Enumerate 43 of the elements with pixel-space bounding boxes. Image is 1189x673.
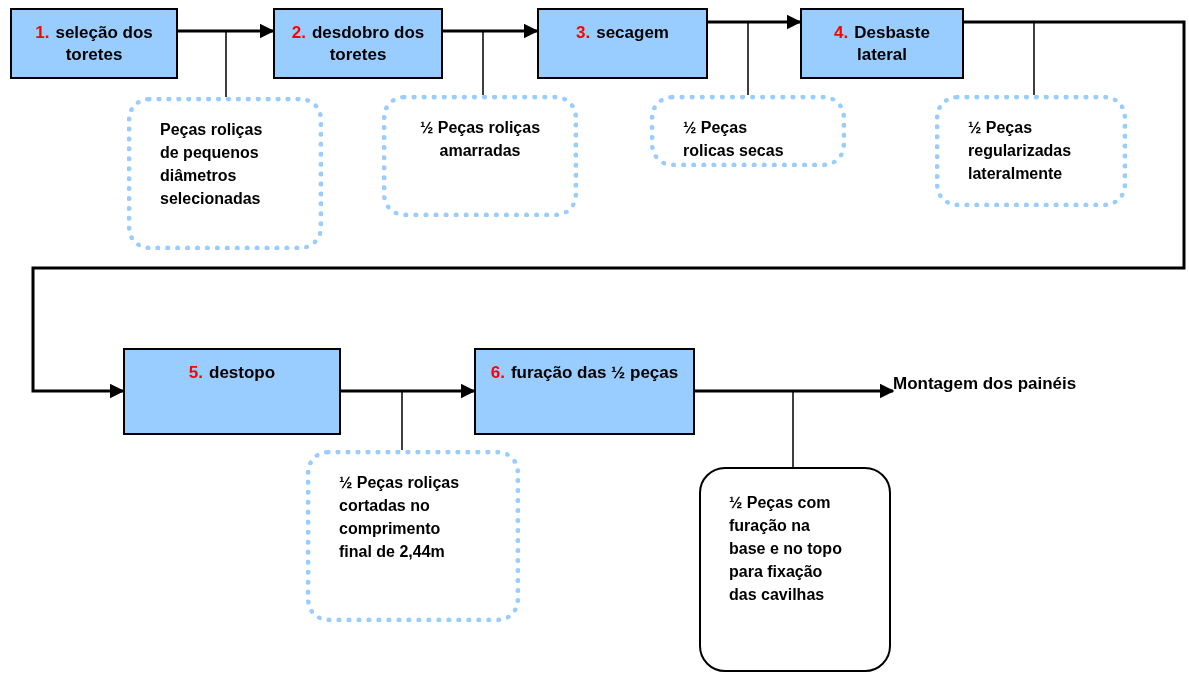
process-box xyxy=(10,8,178,79)
connector-line xyxy=(963,21,1035,96)
connector-line xyxy=(694,390,794,468)
node-text: secagem xyxy=(596,23,669,42)
node-text: Peças roliças de pequenos diâmetros selecionadas xyxy=(160,121,263,207)
output-note-box xyxy=(935,95,1127,207)
step-number: 5. xyxy=(188,363,204,382)
step-number: 2. xyxy=(291,23,306,42)
node-text: destopo xyxy=(209,363,276,382)
arrow xyxy=(341,383,476,399)
process-box xyxy=(800,8,964,79)
arrow xyxy=(708,14,802,30)
step-number: 6. xyxy=(490,363,505,382)
arrow xyxy=(443,23,539,39)
output-note-box xyxy=(650,95,846,167)
process-box xyxy=(273,8,443,79)
node-text: ½ Peças rolicas secas xyxy=(683,119,784,159)
connector-line xyxy=(340,390,403,451)
node-text: ½ Peças roliças cortadas no comprimento final de 2,44m xyxy=(339,474,460,560)
node-text: desdobro dos toretes xyxy=(311,23,425,64)
process-box xyxy=(123,348,341,435)
output-note-box xyxy=(306,450,520,622)
step-number: 1. xyxy=(35,23,50,42)
output-note-box xyxy=(127,97,323,250)
node-text: ½ Peças roliças amarradas xyxy=(419,119,541,159)
node-text: ½ Peças com furação na base e no topo para fixação das cavilhas xyxy=(729,494,842,603)
process-box xyxy=(537,8,708,79)
process-box xyxy=(474,348,695,435)
node-text: seleção dos toretes xyxy=(55,23,153,64)
node-text: furação das ½ peças xyxy=(510,363,679,382)
connector-line xyxy=(707,21,749,96)
arrow xyxy=(178,23,275,39)
output-note-box xyxy=(382,95,578,217)
node-text: Desbaste lateral xyxy=(854,23,930,64)
node-text: ½ Peças regularizadas lateralmente xyxy=(968,119,1072,182)
step-number: 4. xyxy=(834,23,849,42)
connector-line xyxy=(177,30,227,98)
end-label: Montagem dos painéis xyxy=(893,374,1077,393)
step-number: 3. xyxy=(576,23,591,42)
output-note-box xyxy=(699,467,891,672)
arrow xyxy=(695,383,895,399)
arrow xyxy=(31,20,1186,399)
connector-line xyxy=(442,30,484,96)
